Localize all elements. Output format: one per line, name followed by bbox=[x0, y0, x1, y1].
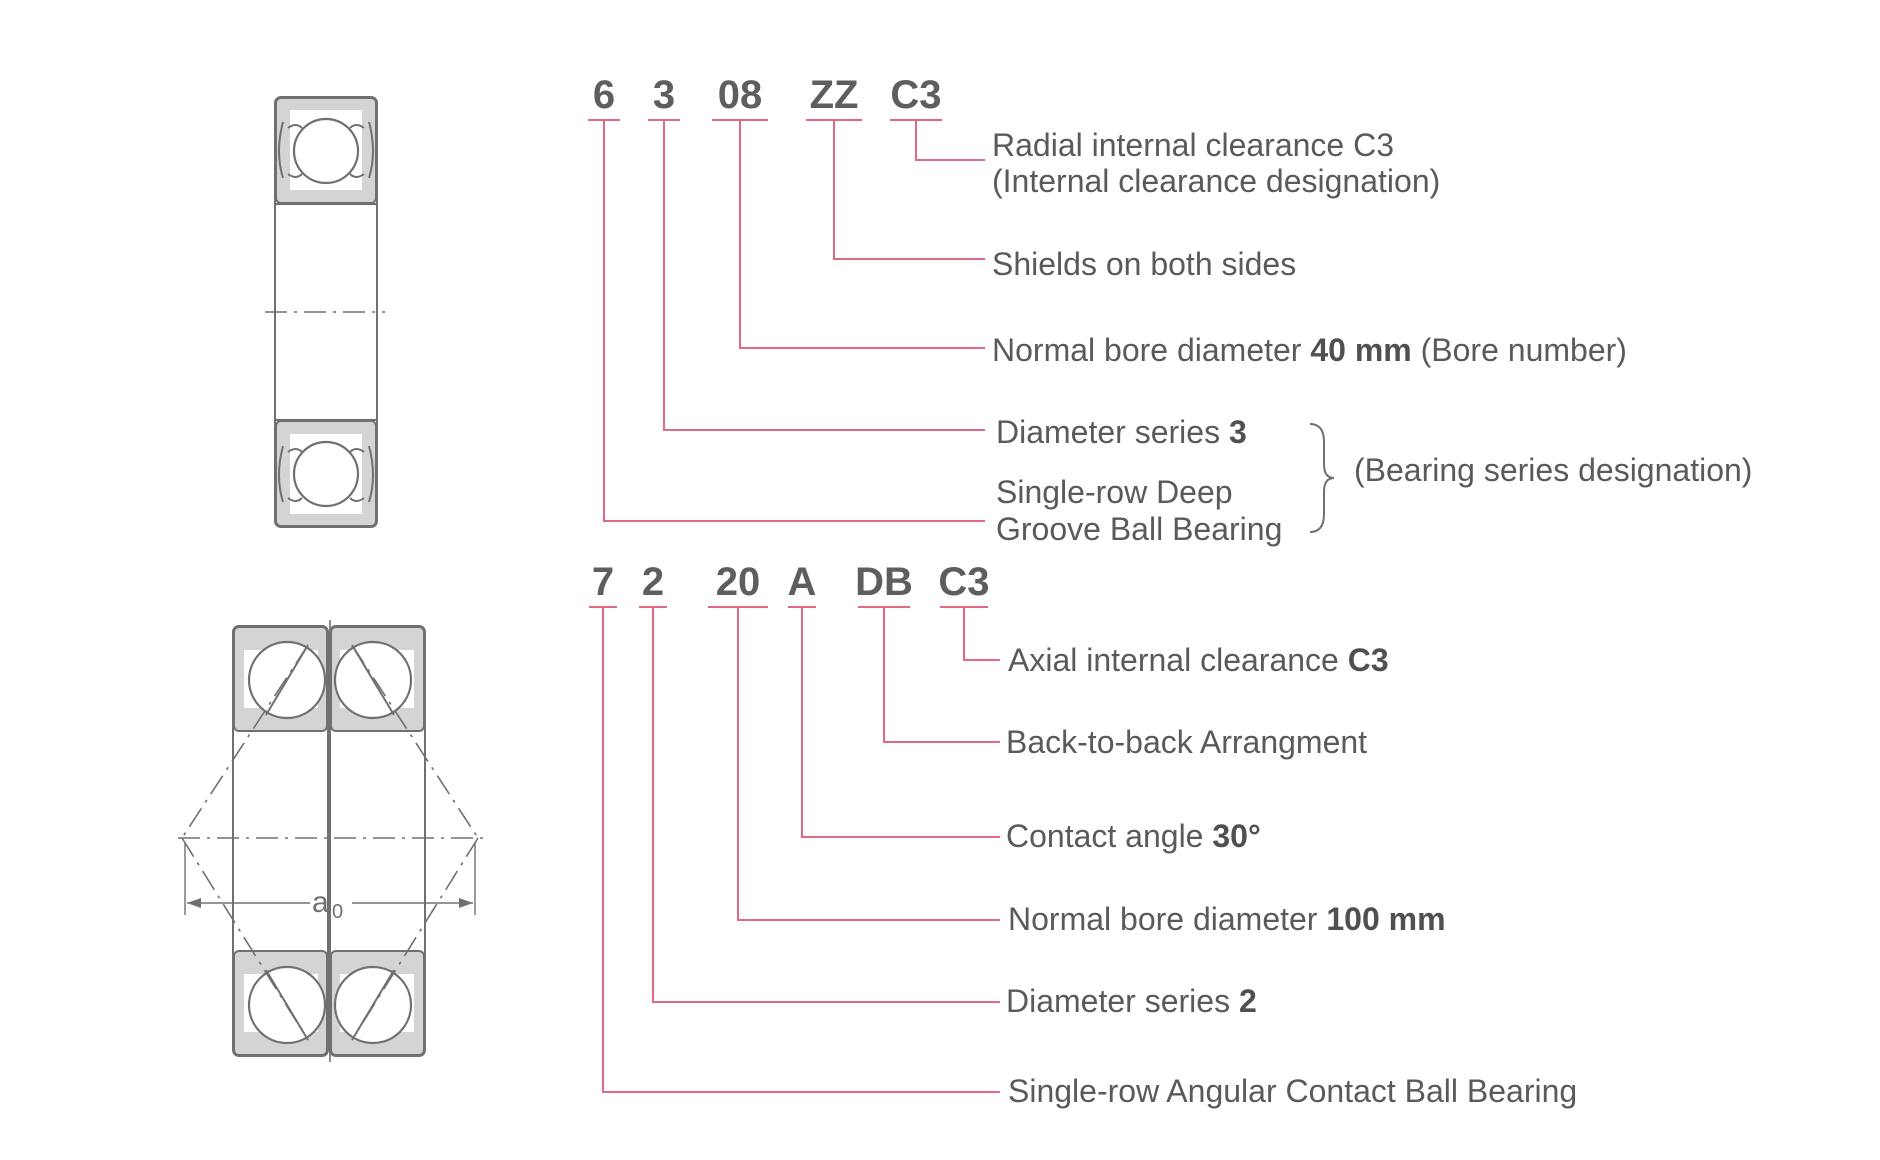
leader-7 bbox=[602, 607, 1000, 1093]
code-C3: C3 bbox=[890, 73, 941, 117]
code-C3-axial: C3 bbox=[938, 560, 989, 604]
deep-groove-bearing-drawing bbox=[265, 96, 385, 528]
dimension-subscript: 0 bbox=[332, 901, 343, 923]
leader-ZZ bbox=[833, 120, 985, 260]
code-20: 20 bbox=[716, 560, 761, 604]
designation-6308ZZC3: 6 3 08 ZZ C3 Radial internal clearance C… bbox=[588, 73, 1752, 547]
code-3: 3 bbox=[653, 73, 675, 117]
label-diameter-series-3: Diameter series 3 bbox=[996, 414, 1247, 450]
leader-20 bbox=[737, 607, 1000, 921]
dimension-label: a bbox=[312, 886, 329, 919]
label-bore-40: Normal bore diameter 40 mm (Bore number) bbox=[992, 332, 1627, 368]
code-ZZ: ZZ bbox=[810, 73, 859, 117]
label-shields: Shields on both sides bbox=[992, 246, 1296, 282]
code-A: A bbox=[788, 560, 817, 604]
code-6: 6 bbox=[593, 73, 615, 117]
code-08: 08 bbox=[718, 73, 763, 117]
leader-3 bbox=[663, 120, 985, 431]
label-radial-clearance: Radial internal clearance C3 bbox=[992, 127, 1394, 163]
leader-C3 bbox=[915, 120, 985, 161]
upper-ball-section bbox=[275, 97, 377, 204]
label-bore-100: Normal bore diameter 100 mm bbox=[1008, 901, 1446, 937]
leader-2 bbox=[652, 607, 1000, 1003]
label-deep-groove-2: Groove Ball Bearing bbox=[996, 511, 1282, 547]
label-diameter-series-2: Diameter series 2 bbox=[1006, 983, 1257, 1019]
label-contact-angle: Contact angle 30° bbox=[1006, 818, 1261, 854]
label-deep-groove-1: Single-row Deep bbox=[996, 474, 1233, 510]
code-7: 7 bbox=[592, 560, 614, 604]
lower-ball-section bbox=[275, 420, 377, 527]
series-brace bbox=[1309, 423, 1335, 533]
label-series-designation: (Bearing series designation) bbox=[1354, 452, 1752, 488]
label-back-to-back: Back-to-back Arrangment bbox=[1006, 724, 1367, 760]
leader-DB bbox=[883, 607, 1000, 743]
leader-6 bbox=[603, 120, 985, 522]
code-2: 2 bbox=[642, 560, 664, 604]
label-clearance-designation: (Internal clearance designation) bbox=[992, 163, 1440, 199]
angular-contact-pair-drawing: a 0 bbox=[178, 620, 484, 1062]
designation-7220ADBC3: 7 2 20 A DB C3 Axial internal clearance … bbox=[589, 560, 1577, 1109]
label-axial-clearance: Axial internal clearance C3 bbox=[1008, 642, 1389, 678]
label-angular-contact: Single-row Angular Contact Ball Bearing bbox=[1008, 1073, 1577, 1109]
code-DB: DB bbox=[855, 560, 913, 604]
leader-08 bbox=[739, 120, 985, 349]
leader-C3-axial bbox=[963, 607, 1000, 661]
leader-A bbox=[801, 607, 1000, 838]
